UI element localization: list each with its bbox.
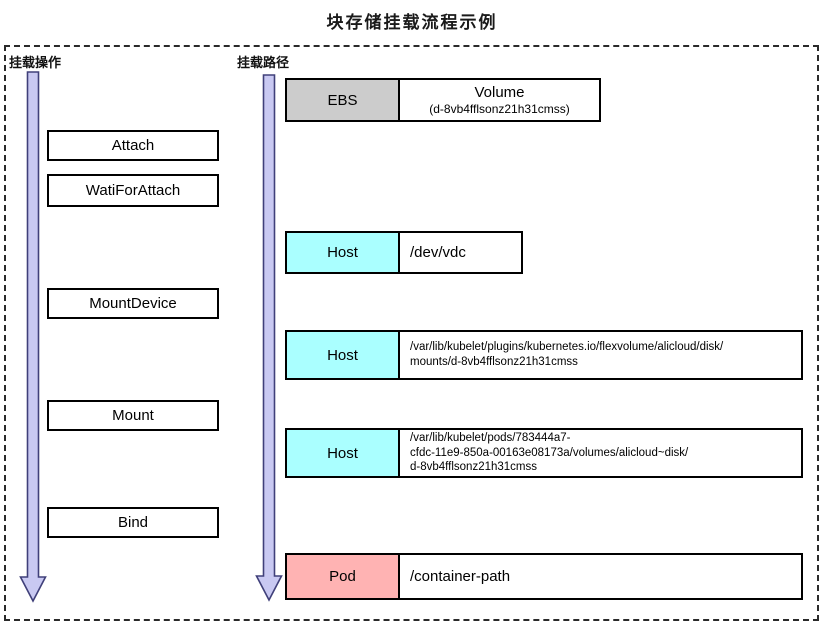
source-label: Host <box>327 444 358 462</box>
source-cell-host: Host <box>285 428 400 478</box>
operation-step-mount: Mount <box>47 400 219 431</box>
flow-row-pod-container-path: Pod /container-path <box>285 553 803 600</box>
volume-title: Volume <box>474 84 525 101</box>
source-cell-ebs: EBS <box>285 78 400 122</box>
path-cell-plugins: /var/lib/kubelet/plugins/kubernetes.io/f… <box>400 330 803 380</box>
operation-step-label: MountDevice <box>89 295 177 312</box>
operations-column-label: 挂载操作 <box>9 55 62 70</box>
source-label: Pod <box>329 568 356 585</box>
source-cell-pod: Pod <box>285 553 400 600</box>
flow-row-ebs-volume: EBS Volume (d-8vb4fflsonz21h31cmss) <box>285 78 601 122</box>
volume-id: (d-8vb4fflsonz21h31cmss) <box>429 102 570 116</box>
flow-row-host-devvdc: Host /dev/vdc <box>285 231 523 274</box>
operation-step-mountdevice: MountDevice <box>47 288 219 319</box>
diagram-title: 块存储挂载流程示例 <box>326 13 498 32</box>
dashed-frame <box>4 45 819 621</box>
path-cell-container: /container-path <box>400 553 803 600</box>
path-cell-pods: /var/lib/kubelet/pods/783444a7- cfdc-11e… <box>400 428 803 478</box>
path-cell-volume: Volume (d-8vb4fflsonz21h31cmss) <box>400 78 601 122</box>
operation-step-label: Attach <box>111 137 155 154</box>
source-label: Host <box>327 346 358 364</box>
path-text: /dev/vdc <box>410 244 466 261</box>
operation-step-label: Mount <box>112 407 154 424</box>
path-text-line: /var/lib/kubelet/pods/783444a7- <box>410 431 571 444</box>
paths-flow-down-arrow-icon <box>255 74 283 602</box>
source-label: EBS <box>327 91 358 109</box>
operation-step-label: Bind <box>117 514 149 531</box>
source-cell-host: Host <box>285 231 400 274</box>
path-text-line: /var/lib/kubelet/plugins/kubernetes.io/f… <box>410 341 724 354</box>
path-cell-devvdc: /dev/vdc <box>400 231 523 274</box>
operation-step-bind: Bind <box>47 507 219 538</box>
operation-step-label: WatiForAttach <box>85 182 181 199</box>
operations-flow-down-arrow-icon <box>19 71 47 603</box>
operation-step-attach: Attach <box>47 130 219 161</box>
paths-column-label: 挂载路径 <box>237 55 290 70</box>
path-text-line: d-8vb4fflsonz21h31cmss <box>410 461 537 474</box>
path-text-line: cfdc-11e9-850a-00163e08173a/volumes/alic… <box>410 446 689 459</box>
source-label: Host <box>327 244 358 261</box>
source-cell-host: Host <box>285 330 400 380</box>
operation-step-watiforattach: WatiForAttach <box>47 174 219 207</box>
path-text: /container-path <box>410 568 511 585</box>
flow-row-host-plugins-path: Host /var/lib/kubelet/plugins/kubernetes… <box>285 330 803 380</box>
path-text-line: mounts/d-8vb4fflsonz21h31cmss <box>410 356 578 368</box>
flow-row-host-pods-path: Host /var/lib/kubelet/pods/783444a7- cfd… <box>285 428 803 478</box>
